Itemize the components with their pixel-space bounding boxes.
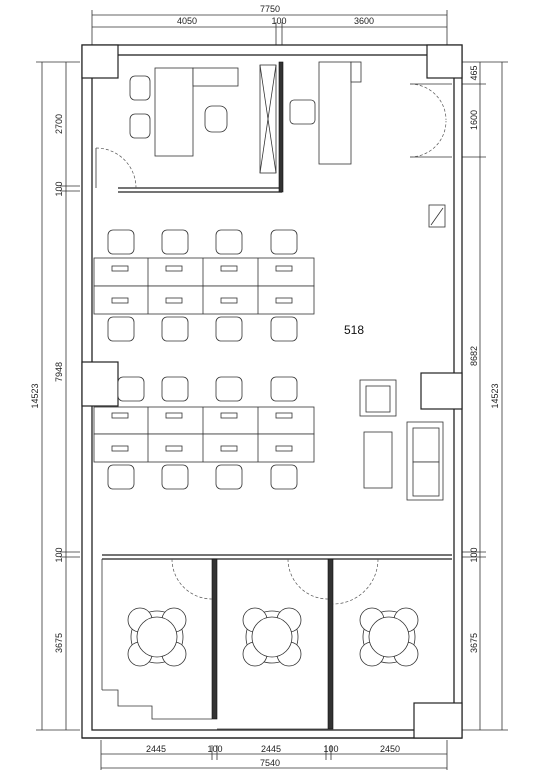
dim-left-4: 100	[54, 547, 64, 562]
column	[413, 702, 463, 739]
dim-bottom-5: 2450	[380, 744, 400, 754]
office-chair	[215, 229, 243, 255]
visitor-chair	[129, 75, 151, 101]
top-dimensions: 7750 4050 100 3600	[91, 4, 448, 45]
office-chair	[107, 229, 135, 255]
office-chair	[270, 316, 298, 342]
dim-top-total: 7750	[260, 4, 280, 14]
coffee-table	[363, 431, 393, 489]
round-table-set	[242, 607, 302, 667]
reception-area	[289, 61, 452, 228]
reception-counter	[318, 61, 352, 165]
office-chair	[161, 376, 189, 402]
dim-top-right: 3600	[354, 16, 374, 26]
office-door-swing	[95, 147, 137, 189]
dim-top-left: 4050	[177, 16, 197, 26]
entrance-door-swing	[409, 83, 447, 121]
office-chair	[270, 376, 298, 402]
manager-office	[95, 61, 284, 193]
columns	[81, 44, 463, 739]
office-chair	[270, 229, 298, 255]
workstation-block-1	[93, 229, 315, 342]
dim-left-5: 3675	[54, 633, 64, 653]
meeting-rooms	[101, 554, 452, 730]
dim-left-2: 100	[54, 181, 64, 196]
meeting-door-swing	[171, 558, 213, 600]
reception-chair	[289, 99, 316, 125]
dim-bottom-3: 2445	[261, 744, 281, 754]
meeting-door-swing	[287, 558, 329, 600]
bottom-dimensions: 2445 100 2445 100 2450 7540	[100, 740, 448, 770]
column	[81, 44, 119, 79]
dim-bottom-total: 7540	[260, 758, 280, 768]
dim-left-total: 14523	[30, 383, 40, 408]
dim-right-2: 1600	[469, 110, 479, 130]
office-chair	[215, 376, 243, 402]
lounge-area	[359, 379, 444, 501]
round-table-set	[359, 607, 419, 667]
office-chair	[161, 316, 189, 342]
left-dimensions: 14523 2700 100 7948 100 3675	[30, 61, 80, 731]
dim-right-1: 465	[469, 65, 479, 80]
column	[420, 372, 463, 410]
office-chair	[270, 464, 298, 490]
office-chair	[215, 316, 243, 342]
column	[81, 361, 119, 407]
workstation-block-2	[93, 376, 315, 490]
office-chair	[215, 464, 243, 490]
dim-left-1: 2700	[54, 114, 64, 134]
office-chair	[117, 376, 145, 402]
room-number: 518	[344, 323, 364, 337]
manager-desk	[154, 67, 194, 157]
dim-bottom-1: 2445	[146, 744, 166, 754]
right-dimensions: 465 1600 8682 100 3675 14523	[462, 61, 508, 731]
dim-right-total: 14523	[490, 383, 500, 408]
manager-chair	[204, 105, 228, 133]
office-chair	[107, 464, 135, 490]
column	[426, 44, 463, 79]
dim-left-3: 7948	[54, 362, 64, 382]
meeting-door-swing	[332, 558, 379, 605]
visitor-chair	[129, 113, 151, 139]
dim-right-3: 8682	[469, 346, 479, 366]
dim-right-4: 100	[469, 547, 479, 562]
dim-top-mid: 100	[271, 16, 286, 26]
office-chair	[161, 229, 189, 255]
office-chair	[161, 464, 189, 490]
dim-bottom-2: 100	[207, 744, 222, 754]
office-chair	[107, 316, 135, 342]
dim-bottom-4: 100	[323, 744, 338, 754]
round-table-set	[127, 607, 187, 667]
dim-right-5: 3675	[469, 633, 479, 653]
